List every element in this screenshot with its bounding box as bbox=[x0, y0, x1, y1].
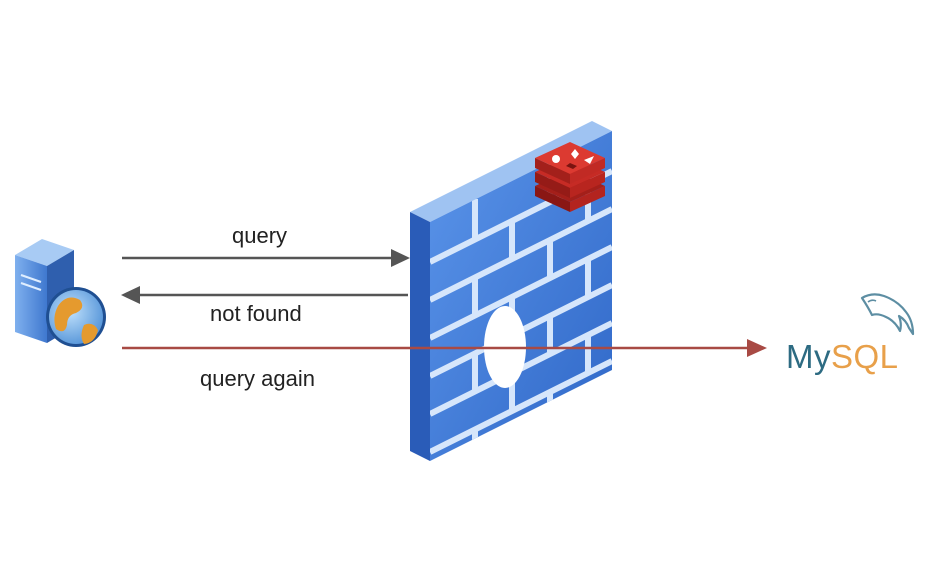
redis-icon bbox=[535, 142, 605, 212]
not-found-arrow bbox=[121, 286, 408, 304]
query-again-label: query again bbox=[200, 366, 315, 391]
query-label: query bbox=[232, 223, 288, 248]
mysql-logo-sql: SQL bbox=[831, 338, 899, 375]
mysql-logo: MySQL bbox=[786, 338, 899, 376]
web-server-globe-icon bbox=[15, 239, 106, 347]
query-arrow bbox=[122, 249, 410, 267]
mysql-dolphin-icon bbox=[860, 293, 915, 336]
not-found-label: not found bbox=[210, 301, 302, 326]
mysql-logo-my: My bbox=[786, 338, 831, 375]
query-again-arrow bbox=[122, 339, 767, 357]
